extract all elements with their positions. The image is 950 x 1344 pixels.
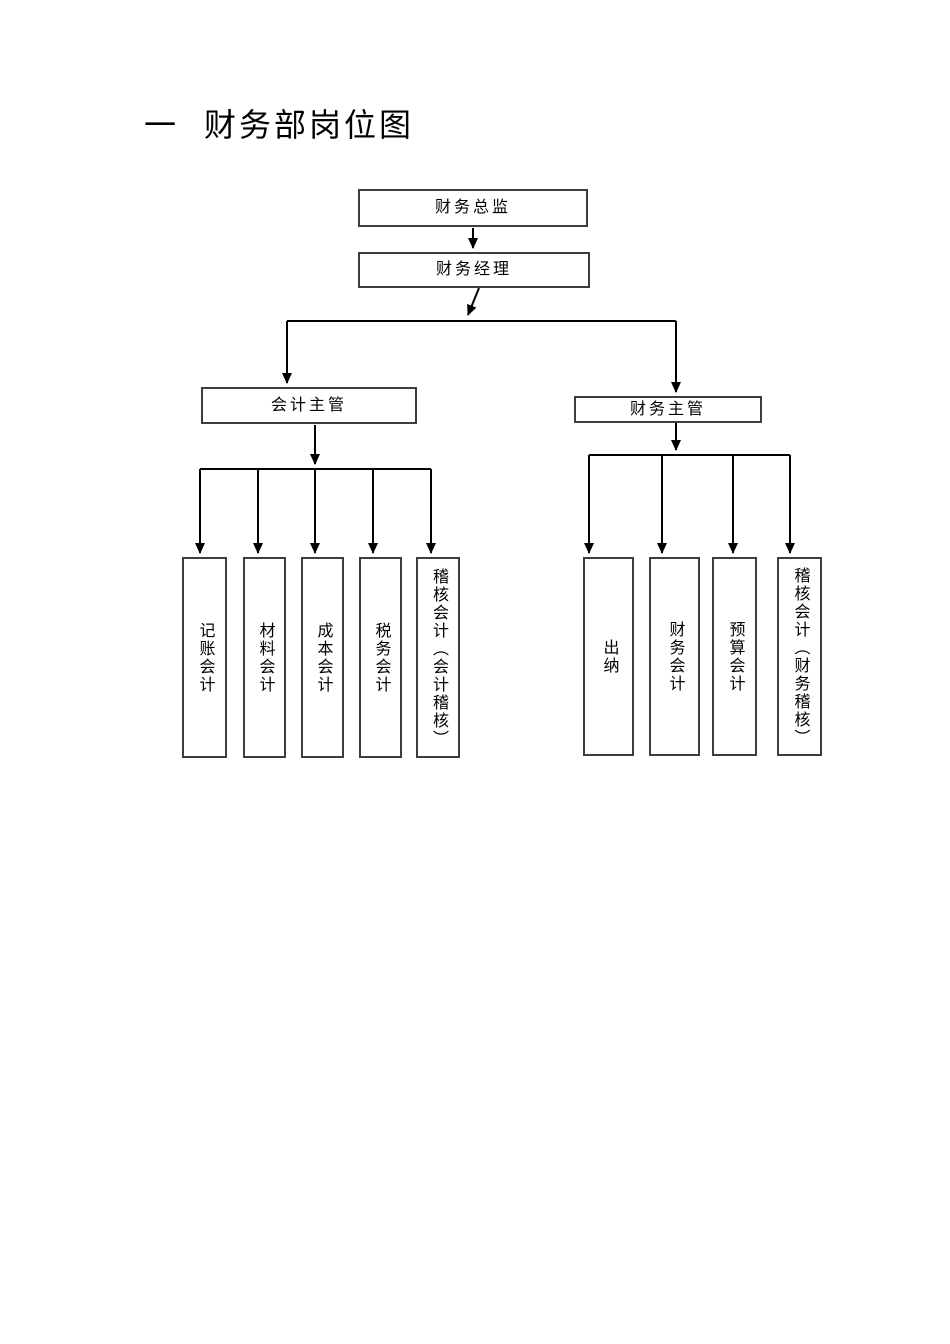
box-finance-manager: 财务经理 — [358, 252, 590, 288]
box-position-cashier: 出纳 — [583, 557, 634, 756]
box-finance-director: 财务总监 — [358, 189, 588, 227]
box-position-budget-accountant: 预算会计 — [712, 557, 757, 756]
box-position-materials-accountant: 材料会计 — [243, 557, 286, 758]
box-position-bookkeeping-accountant: 记账会计 — [182, 557, 227, 758]
box-position-financial-accountant: 财务会计 — [649, 557, 700, 756]
box-position-audit-accountant-finance: 稽核会计（财务稽核） — [777, 557, 822, 756]
connector-manager-split — [467, 287, 480, 316]
box-position-audit-accountant-accounting: 稽核会计（会计稽核） — [416, 557, 460, 758]
box-finance-supervisor: 财务主管 — [574, 396, 762, 423]
page-title: 一 财务部岗位图 — [144, 107, 415, 143]
box-position-cost-accountant: 成本会计 — [301, 557, 344, 758]
box-accounting-supervisor: 会计主管 — [201, 387, 417, 424]
box-position-tax-accountant: 税务会计 — [359, 557, 402, 758]
